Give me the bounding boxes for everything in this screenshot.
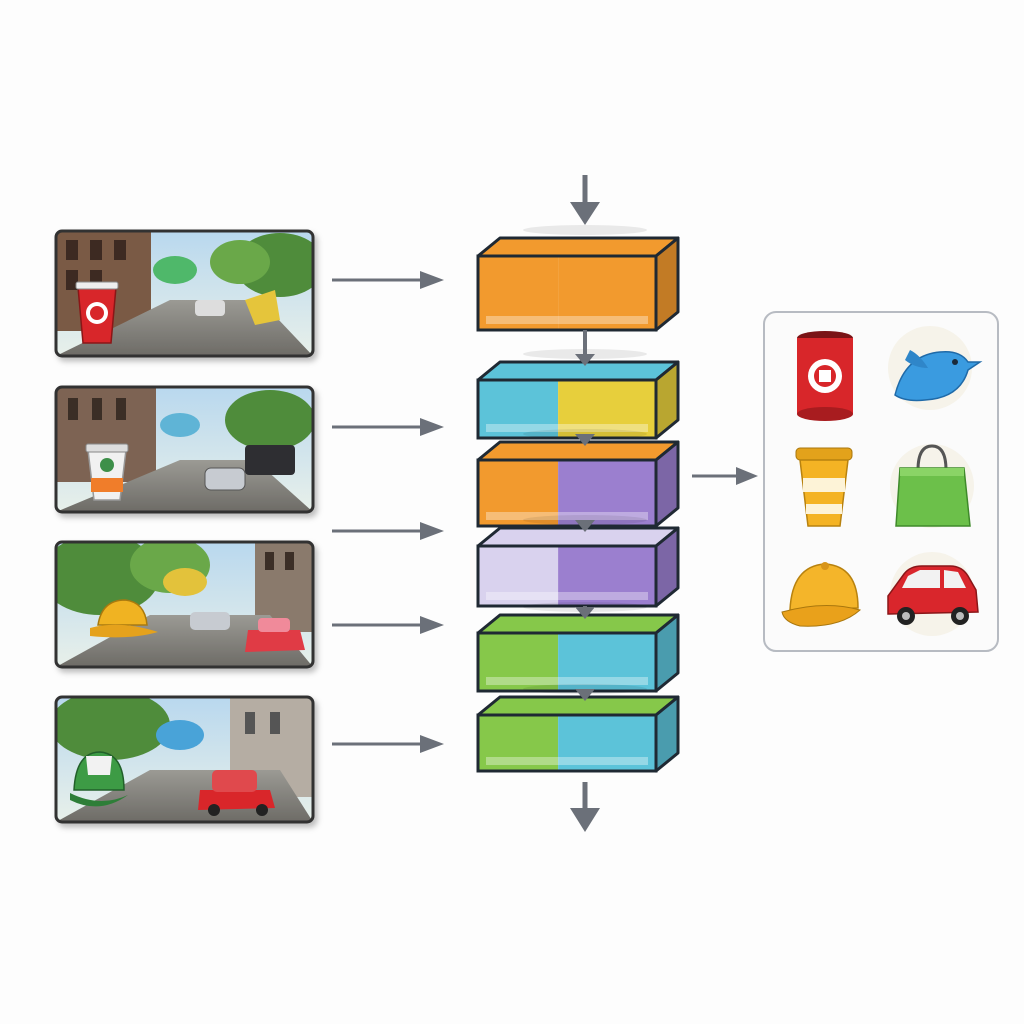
layer-1-highlight <box>486 316 648 324</box>
layer-2 <box>476 349 680 440</box>
layer-5-top <box>476 613 680 635</box>
red-car-icon <box>887 552 979 636</box>
connector-arrow-2 <box>575 434 595 446</box>
street-scene-2 <box>54 385 315 514</box>
layer-3-outline <box>476 458 658 528</box>
bottom-output-arrow <box>570 782 600 832</box>
layer-4-top <box>476 526 680 548</box>
street-scene-3 <box>54 540 315 669</box>
layer-4 <box>476 515 680 608</box>
layer-1-top <box>476 236 680 258</box>
yellow-cup-icon <box>795 447 853 527</box>
layer-6 <box>476 684 680 773</box>
yellow-cap-icon <box>781 562 862 627</box>
layer-5-front-left <box>478 633 559 691</box>
layer-4-front-left <box>478 546 559 606</box>
arrow-scene-1 <box>332 271 444 289</box>
red-can-icon <box>797 331 853 421</box>
layer-stack <box>476 225 680 773</box>
layer-3 <box>476 429 680 528</box>
layer-1-front-left <box>478 256 559 330</box>
arrow-to-output <box>692 467 758 485</box>
layer-3-front-left <box>478 460 559 526</box>
arrow-scene-4 <box>332 735 444 753</box>
arrow-scene-2b <box>332 522 444 540</box>
layer-3-top <box>476 440 680 462</box>
input-scenes <box>54 229 315 824</box>
layer-1-side <box>654 236 680 332</box>
layer-2-outline <box>476 378 658 440</box>
input-arrows <box>332 271 444 753</box>
layer-3-front-right <box>558 460 656 526</box>
layer-2-front-left <box>478 380 559 438</box>
street-scene-1 <box>54 229 315 358</box>
output-panel <box>763 311 999 652</box>
layer-2-front-right <box>558 380 656 438</box>
layer-6-front-left <box>478 715 559 771</box>
red-cup-icon <box>75 281 119 344</box>
blue-bird-icon <box>888 326 983 410</box>
layer-4-front-right <box>558 546 656 606</box>
flow-arrows <box>570 175 600 832</box>
layer-5-highlight <box>486 677 648 685</box>
yellow-cap-icon <box>90 599 158 638</box>
layer-2-top <box>476 360 680 382</box>
green-bag-icon <box>890 444 974 528</box>
layer-4-highlight <box>486 592 648 600</box>
layer-4-outline <box>476 544 658 608</box>
layer-3-highlight <box>486 512 648 520</box>
striped-cup-icon <box>85 443 129 501</box>
top-input-arrow <box>570 175 600 225</box>
layer-5-front-right <box>558 633 656 691</box>
layer-6-outline <box>476 713 658 773</box>
layer-1 <box>476 225 680 332</box>
layer-6-front-right <box>558 715 656 771</box>
arrow-scene-3 <box>332 616 444 634</box>
layer-5-outline <box>476 631 658 693</box>
street-scene-4 <box>54 695 315 824</box>
connector-arrow-1 <box>575 330 595 366</box>
arrow-scene-2 <box>332 418 444 436</box>
layer-6-top <box>476 695 680 717</box>
layer-6-highlight <box>486 757 648 765</box>
layer-1-outline <box>476 254 658 332</box>
connector-arrow-3 <box>575 520 595 532</box>
connector-arrow-4 <box>575 606 595 619</box>
green-cap-icon <box>70 751 128 807</box>
layer-1-front-right <box>558 256 656 330</box>
layer-5 <box>476 602 680 693</box>
layer-2-highlight <box>486 424 648 432</box>
connector-arrow-5 <box>575 689 595 701</box>
